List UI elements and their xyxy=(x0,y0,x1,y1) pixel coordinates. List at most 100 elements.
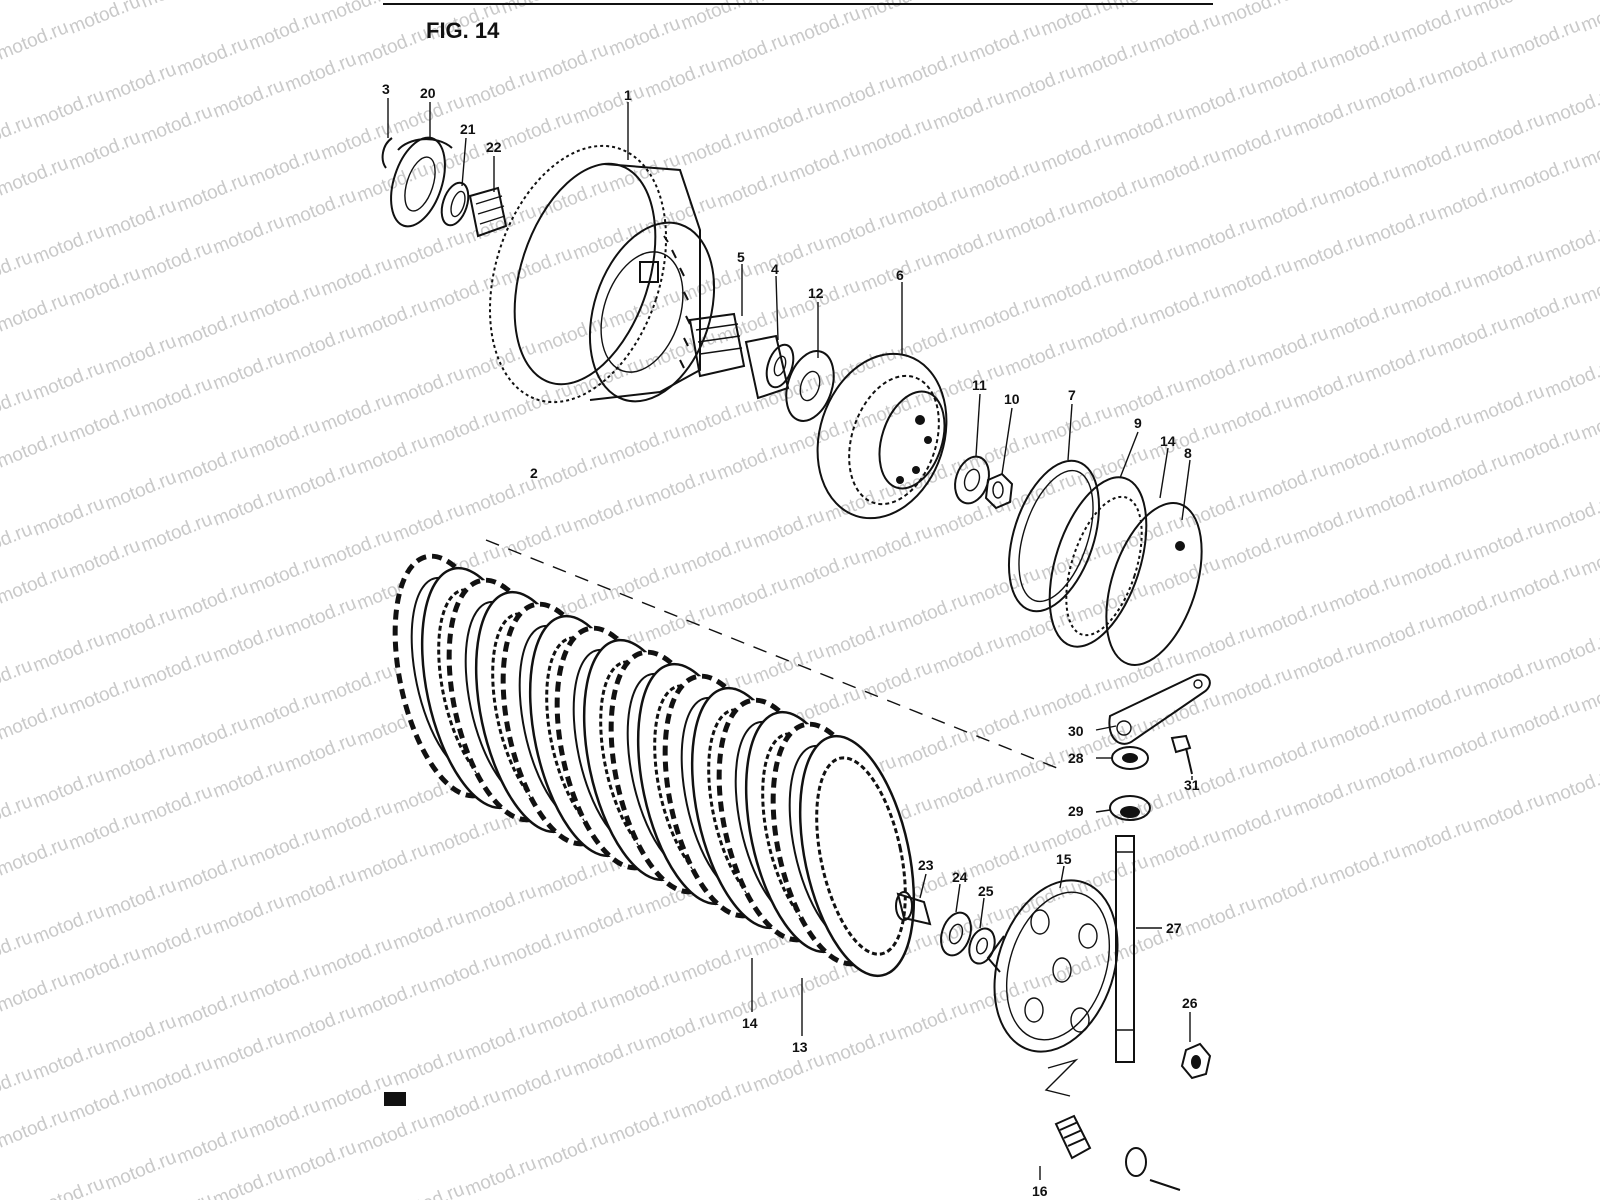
watermark-text: motod.ru xyxy=(894,181,971,229)
watermark-text: motod.ru xyxy=(282,1001,359,1049)
watermark-text: motod.ru xyxy=(858,657,935,705)
watermark-text: motod.ru xyxy=(0,17,71,65)
watermark-text: motod.ru xyxy=(318,933,395,981)
watermark-text: motod.ru xyxy=(138,645,215,693)
watermark-text: motod.ru xyxy=(462,1017,539,1065)
callout-5: 5 xyxy=(737,249,745,265)
watermark-text: motod.ru xyxy=(462,337,539,385)
watermark-text: motod.ru xyxy=(282,49,359,97)
watermark-text: motod.ru xyxy=(1038,537,1115,585)
watermark-text: motod.ru xyxy=(1470,245,1547,293)
watermark-text: motod.ru xyxy=(210,755,287,803)
callout-7: 7 xyxy=(1068,387,1076,403)
watermark-text: motod.ru xyxy=(1254,731,1331,779)
watermark-text: motod.ru xyxy=(1542,491,1600,539)
watermark-text: motod.ru xyxy=(138,0,215,13)
watermark-text: motod.ru xyxy=(606,13,683,61)
watermark-text: motod.ru xyxy=(1434,41,1511,89)
watermark-text: motod.ru xyxy=(1362,203,1439,251)
watermark-text: motod.ru xyxy=(282,1137,359,1185)
watermark-text: motod.ru xyxy=(966,835,1043,883)
watermark-text: motod.ru xyxy=(210,1027,287,1075)
watermark-text: motod.ru xyxy=(930,223,1007,271)
watermark-text: motod.ru xyxy=(606,285,683,333)
watermark-text: motod.ru xyxy=(966,971,1043,1019)
watermark-text: motod.ru xyxy=(246,143,323,191)
callout-10: 10 xyxy=(1004,391,1020,407)
watermark-text: motod.ru xyxy=(930,359,1007,407)
watermark-text: motod.ru xyxy=(0,655,35,703)
watermark-text: motod.ru xyxy=(462,881,539,929)
watermark-text: motod.ru xyxy=(0,153,71,201)
watermark-text: motod.ru xyxy=(1542,83,1600,131)
watermark-text: motod.ru xyxy=(1218,255,1295,303)
watermark-text: motod.ru xyxy=(1326,25,1403,73)
watermark-text: motod.ru xyxy=(30,221,107,269)
watermark-text: motod.ru xyxy=(1362,475,1439,523)
watermark-text: motod.ru xyxy=(0,969,71,1017)
watermark-text: motod.ru xyxy=(174,849,251,897)
watermark-text: motod.ru xyxy=(966,291,1043,339)
watermark-text: motod.ru xyxy=(1110,0,1187,15)
watermark-text: motod.ru xyxy=(750,1049,827,1097)
watermark-text: motod.ru xyxy=(138,1053,215,1101)
watermark-text: motod.ru xyxy=(210,483,287,531)
watermark-text: motod.ru xyxy=(1326,705,1403,753)
watermark-text: motod.ru xyxy=(822,71,899,119)
watermark-text: motod.ru xyxy=(102,59,179,107)
watermark-text: motod.ru xyxy=(1434,313,1511,361)
watermark-text: motod.ru xyxy=(1254,595,1331,643)
watermark-text: motod.ru xyxy=(1038,265,1115,313)
callout-15: 15 xyxy=(1056,851,1072,867)
watermark-text: motod.ru xyxy=(1074,171,1151,219)
watermark-text: motod.ru xyxy=(894,997,971,1045)
watermark-text: motod.ru xyxy=(606,421,683,469)
watermark-text: motod.ru xyxy=(858,521,935,569)
watermark-text: motod.ru xyxy=(30,357,107,405)
watermark-text: motod.ru xyxy=(0,519,35,567)
watermark-text: motod.ru xyxy=(1290,0,1367,5)
watermark-text: motod.ru xyxy=(102,467,179,515)
watermark-text: motod.ru xyxy=(930,87,1007,135)
callout-26: 26 xyxy=(1182,995,1198,1011)
part-27-push-rod xyxy=(1115,835,1135,1063)
watermark-text: motod.ru xyxy=(1362,339,1439,387)
watermark-text: motod.ru xyxy=(174,577,251,625)
watermark-text: motod.ru xyxy=(246,415,323,463)
watermark-text: motod.ru xyxy=(174,985,251,1033)
watermark-text: motod.ru xyxy=(606,965,683,1013)
watermark-text: motod.ru xyxy=(0,1105,71,1153)
watermark-text: motod.ru xyxy=(0,561,71,609)
watermark-text: motod.ru xyxy=(750,641,827,689)
watermark-text: motod.ru xyxy=(138,373,215,421)
watermark-text: motod.ru xyxy=(570,897,647,945)
watermark-text: motod.ru xyxy=(1542,763,1600,811)
watermark-text: motod.ru xyxy=(1326,297,1403,345)
watermark-text: motod.ru xyxy=(318,661,395,709)
watermark-text: motod.ru xyxy=(0,425,71,473)
watermark-text: motod.ru xyxy=(246,687,323,735)
watermark-text: motod.ru xyxy=(714,165,791,213)
callout-12: 12 xyxy=(808,285,824,301)
callout-1: 1 xyxy=(624,87,632,103)
watermark-text: motod.ru xyxy=(0,247,35,295)
watermark-text: motod.ru xyxy=(354,1111,431,1159)
watermark-text: motod.ru xyxy=(1506,423,1583,471)
callout-23: 23 xyxy=(918,857,934,873)
watermark-text: motod.ru xyxy=(174,169,251,217)
watermark-text: motod.ru xyxy=(282,185,359,233)
watermark-text: motod.ru xyxy=(318,117,395,165)
watermark-text: motod.ru xyxy=(210,347,287,395)
watermark-text: motod.ru xyxy=(354,295,431,343)
watermark-text: motod.ru xyxy=(318,797,395,845)
watermark-text: motod.ru xyxy=(462,65,539,113)
watermark-text: motod.ru xyxy=(498,515,575,563)
callout-6: 6 xyxy=(896,267,904,283)
part-31-screw xyxy=(1170,734,1193,775)
watermark-text: motod.ru xyxy=(246,823,323,871)
watermark-text: motod.ru xyxy=(1146,689,1223,737)
watermark-text: motod.ru xyxy=(1074,307,1151,355)
callout-11: 11 xyxy=(972,377,987,393)
